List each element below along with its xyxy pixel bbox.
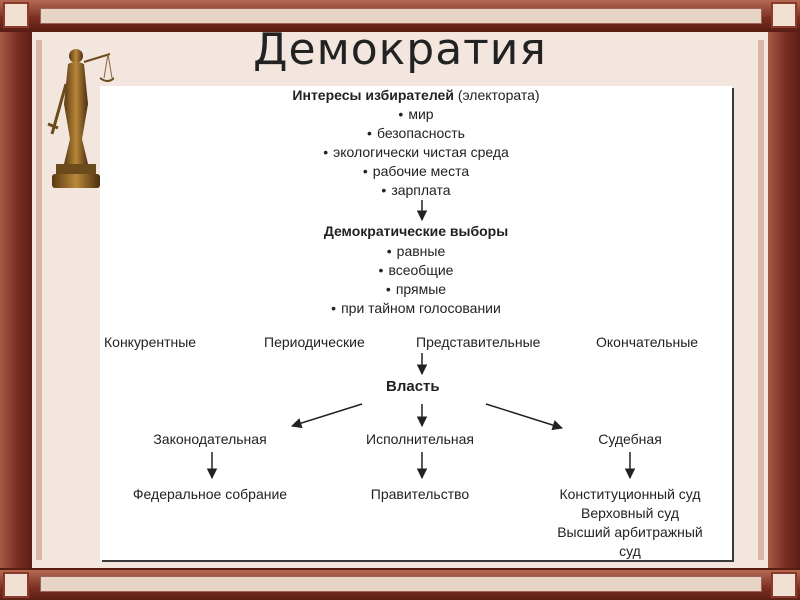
frame-corner	[771, 572, 797, 598]
election-item: прямые	[100, 281, 732, 297]
interests-heading-rest: (электората)	[457, 87, 540, 103]
interest-item: безопасность	[100, 125, 732, 141]
quality-label: Конкурентные	[104, 334, 197, 350]
interest-item: рабочие места	[100, 163, 732, 179]
frame-top-inset	[40, 8, 762, 24]
election-item: при тайном голосовании	[100, 300, 732, 316]
arrow-power-to-judicial	[485, 403, 564, 431]
branch-body: Высший арбитражный	[557, 524, 703, 540]
interest-item: зарплата	[100, 182, 732, 198]
branch-label: Законодательная	[153, 431, 267, 447]
power-label: Власть	[386, 378, 440, 395]
frame-right	[768, 0, 800, 600]
branch-label: Исполнительная	[366, 431, 474, 447]
branch-label: Судебная	[598, 431, 662, 447]
justice-statue-icon	[47, 49, 114, 188]
frame-corner	[3, 572, 29, 598]
elections-heading: Демократические выборы	[323, 223, 509, 239]
branch-body: Верховный суд	[580, 505, 680, 521]
branch-body: Федеральное собрание	[132, 486, 288, 502]
frame-corner	[771, 2, 797, 28]
election-item: равные	[100, 243, 732, 259]
quality-label: Представительные	[416, 334, 541, 350]
frame-left	[0, 0, 32, 600]
quality-label: Периодические	[264, 334, 365, 350]
branch-body: Правительство	[370, 486, 470, 502]
frame-side-strip	[36, 40, 42, 560]
diagram-panel: Интересы избирателей (электората) мир бе…	[100, 86, 732, 560]
interests-heading-bold: Интересы избирателей	[292, 87, 454, 103]
branch-body: суд	[619, 543, 641, 559]
slide-title: Демократия	[253, 24, 547, 75]
interest-item: экологически чистая среда	[100, 144, 732, 160]
frame-corner	[3, 2, 29, 28]
frame-side-strip	[758, 40, 764, 560]
interest-item: мир	[100, 106, 732, 122]
arrow-power-to-legislative	[290, 403, 363, 429]
interests-heading: Интересы избирателей (электората)	[100, 87, 732, 103]
quality-label: Окончательные	[596, 334, 699, 350]
diagram-arrows	[206, 200, 636, 480]
election-item: всеобщие	[100, 262, 732, 278]
branch-body: Конституционный суд	[559, 486, 701, 502]
frame-bottom-inset	[40, 576, 762, 592]
